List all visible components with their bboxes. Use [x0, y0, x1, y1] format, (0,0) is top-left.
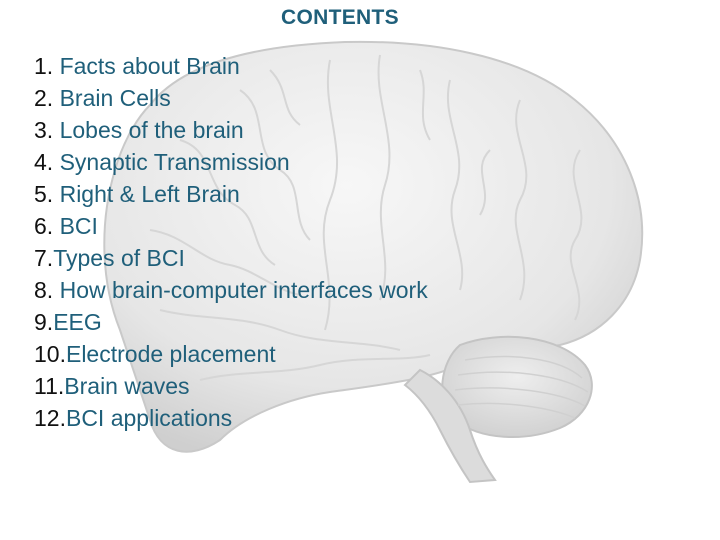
item-text: Synaptic Transmission	[53, 149, 290, 175]
list-item: 6. BCI	[34, 210, 428, 242]
cerebellum-folds	[454, 355, 589, 419]
item-text: Brain Cells	[53, 85, 171, 111]
item-text: Facts about Brain	[53, 53, 240, 79]
item-text: Brain waves	[64, 373, 190, 399]
list-item: 3. Lobes of the brain	[34, 114, 428, 146]
item-text: BCI applications	[65, 405, 233, 431]
list-item: 9.EEG	[34, 306, 428, 338]
list-item: 8. How brain-computer interfaces work	[34, 274, 428, 306]
item-number: 1.	[34, 53, 54, 79]
item-number: 5.	[34, 181, 54, 207]
list-item: 5. Right & Left Brain	[34, 178, 428, 210]
item-number: 11.	[34, 373, 65, 399]
item-text: Lobes of the brain	[53, 117, 244, 143]
item-text: Right & Left Brain	[53, 181, 240, 207]
item-text: BCI	[53, 213, 98, 239]
item-text: EEG	[53, 309, 102, 335]
item-number: 2.	[34, 85, 54, 111]
item-number: 9.	[34, 309, 54, 335]
list-item: 4. Synaptic Transmission	[34, 146, 428, 178]
item-number: 8.	[34, 277, 54, 303]
brain-folds	[149, 54, 583, 381]
item-text: Types of BCI	[53, 245, 185, 271]
list-item: 11.Brain waves	[34, 370, 428, 402]
brain-stem-shape	[403, 368, 497, 484]
item-number: 7.	[34, 245, 54, 271]
list-item: 7.Types of BCI	[34, 242, 428, 274]
list-item: 1. Facts about Brain	[34, 50, 428, 82]
item-number: 12.	[34, 405, 66, 431]
list-item: 2. Brain Cells	[34, 82, 428, 114]
list-item: 12.BCI applications	[34, 402, 428, 434]
item-number: 3.	[34, 117, 54, 143]
item-text: How brain-computer interfaces work	[53, 277, 428, 303]
item-text: Electrode placement	[65, 341, 276, 367]
item-number: 4.	[34, 149, 54, 175]
slide-title: CONTENTS	[281, 6, 399, 29]
item-number: 10.	[34, 341, 66, 367]
contents-list: 1. Facts about Brain 2. Brain Cells 3. L…	[34, 50, 428, 434]
item-number: 6.	[34, 213, 54, 239]
list-item: 10.Electrode placement	[34, 338, 428, 370]
